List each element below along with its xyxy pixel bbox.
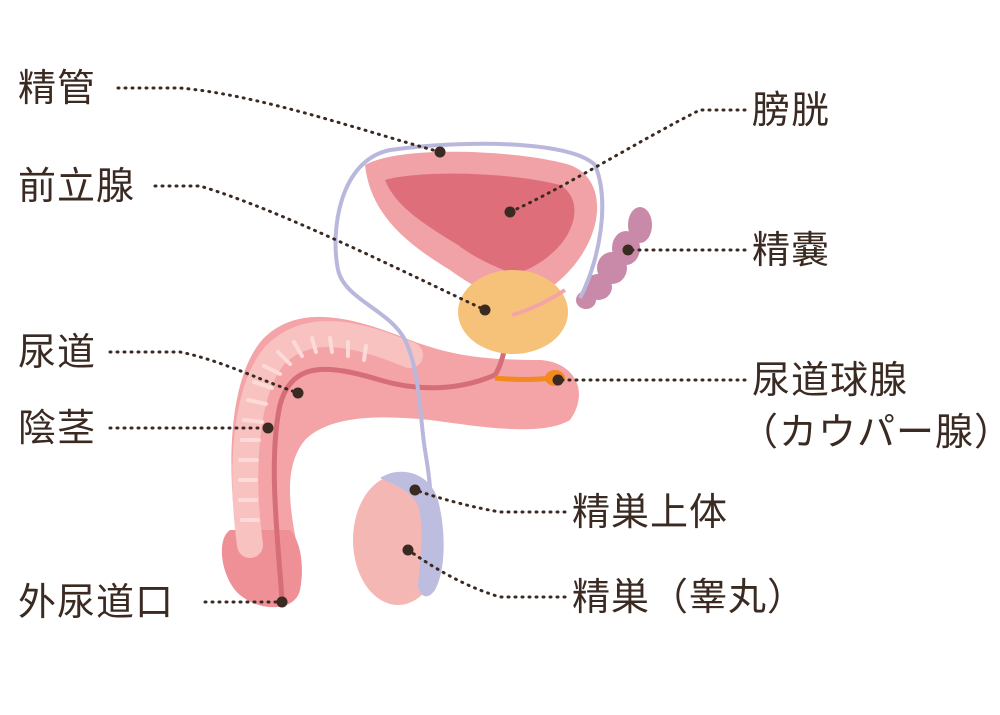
label-epididymis: 精巣上体 — [572, 490, 728, 534]
prostate-gland — [458, 270, 568, 354]
label-vas-deferens: 精管 — [18, 66, 96, 110]
cowper-duct — [495, 378, 552, 380]
label-seminal-vesicle: 精嚢 — [752, 228, 830, 272]
label-bladder: 膀胱 — [752, 88, 830, 132]
label-penis: 陰茎 — [18, 406, 96, 450]
label-prostate: 前立腺 — [18, 164, 135, 208]
label-testis: 精巣（睾丸） — [572, 575, 806, 619]
label-bulbourethral-gland-alias: （カウパー腺） — [740, 410, 1000, 454]
label-bulbourethral-gland: 尿道球腺 — [752, 358, 908, 402]
label-urethra: 尿道 — [18, 330, 96, 374]
label-external-urethral-orifice: 外尿道口 — [18, 580, 174, 624]
